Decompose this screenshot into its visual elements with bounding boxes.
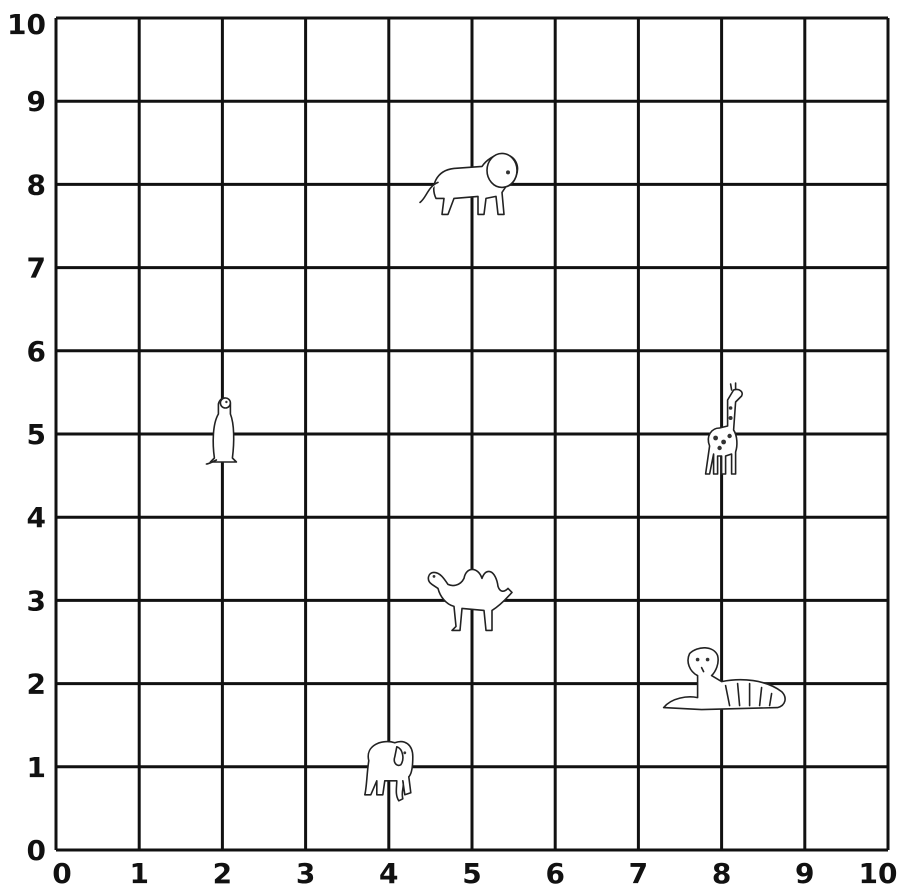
lion-icon — [419, 152, 519, 216]
y-tick-label: 1 — [27, 751, 46, 784]
y-tick-label: 3 — [27, 584, 46, 617]
y-tick-label: 10 — [7, 8, 46, 41]
y-tick-label: 2 — [27, 668, 46, 701]
y-tick-label: 7 — [27, 252, 46, 285]
x-tick-label: 10 — [859, 857, 898, 888]
meerkat-icon — [205, 397, 238, 465]
x-tick-label: 3 — [296, 857, 315, 888]
x-tick-label: 9 — [795, 857, 814, 888]
x-tick-label: 7 — [629, 857, 648, 888]
grid — [54, 16, 890, 852]
animal-points — [205, 152, 786, 802]
x-tick-label: 8 — [712, 857, 731, 888]
x-tick-label: 1 — [129, 857, 148, 888]
y-tick-label: 4 — [27, 501, 46, 534]
y-tick-label: 8 — [27, 168, 46, 201]
y-tick-label: 0 — [27, 834, 46, 867]
y-axis-tick-labels: 0 1 2 3 4 5 6 7 8 9 10 — [7, 8, 46, 867]
y-tick-label: 5 — [27, 418, 46, 451]
x-tick-label: 5 — [462, 857, 481, 888]
y-tick-label: 6 — [27, 335, 46, 368]
x-tick-label: 0 — [52, 857, 71, 888]
tiger-icon — [662, 647, 786, 711]
x-axis-tick-labels: 0 1 2 3 4 5 6 7 8 9 10 — [52, 857, 897, 888]
camel-icon — [427, 568, 513, 632]
giraffe-icon — [704, 382, 743, 475]
elephant-icon — [363, 740, 414, 802]
x-tick-label: 2 — [213, 857, 232, 888]
x-tick-label: 4 — [379, 857, 398, 888]
y-tick-label: 9 — [27, 85, 46, 118]
x-tick-label: 6 — [545, 857, 564, 888]
